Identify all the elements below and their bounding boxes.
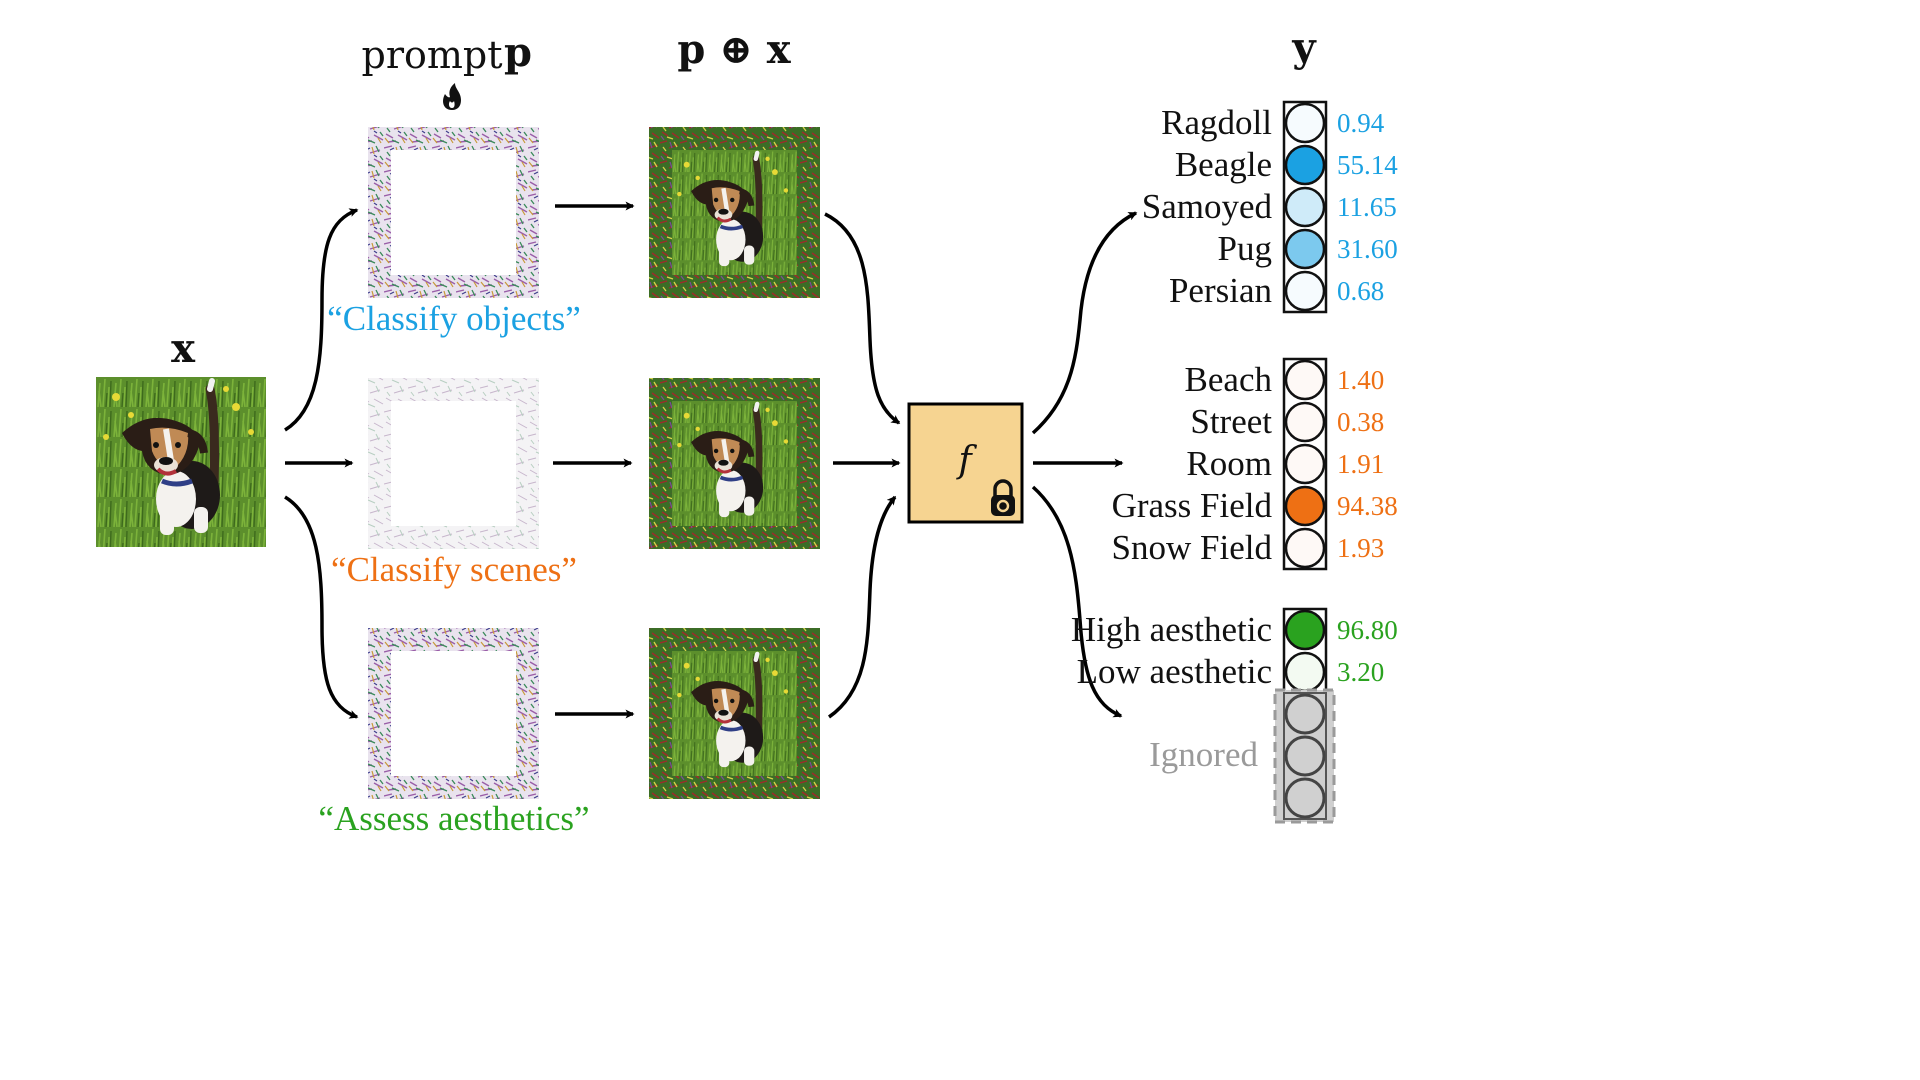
flame-icon	[443, 83, 461, 110]
class-label: Room	[1186, 444, 1272, 483]
input-image	[96, 377, 266, 547]
class-score: 0.94	[1337, 108, 1385, 138]
class-score: 96.80	[1337, 615, 1398, 645]
output-neuron	[1284, 609, 1326, 651]
class-score: 1.40	[1337, 365, 1384, 395]
class-label: Grass Field	[1112, 486, 1273, 525]
class-score: 94.38	[1337, 491, 1398, 521]
class-label: Low aesthetic	[1077, 652, 1272, 691]
class-label: Ragdoll	[1161, 103, 1272, 142]
prompt-frame-scenes	[368, 378, 539, 549]
output-neuron	[1284, 102, 1326, 144]
class-label: Beach	[1185, 360, 1273, 399]
ignored-label: Ignored	[1149, 735, 1258, 774]
input-header: x	[171, 325, 196, 372]
class-label: Samoyed	[1142, 187, 1273, 226]
arrow-model-to-objects	[1031, 211, 1138, 435]
prompted-image-scenes	[649, 378, 820, 549]
arrow-model-to-aesthetics	[1031, 485, 1123, 718]
class-score: 1.91	[1337, 449, 1384, 479]
output-neuron	[1284, 270, 1326, 312]
arrow-combined-to-model-aesthetics	[828, 495, 897, 719]
ignored-neuron	[1284, 693, 1326, 735]
output-neuron	[1284, 651, 1326, 693]
prompt-caption-objects: “Classify objects”	[327, 299, 581, 338]
class-score: 31.60	[1337, 234, 1398, 264]
arrow-input-to-prompt-objects	[284, 208, 359, 432]
output-neuron	[1284, 401, 1326, 443]
output-neuron	[1284, 186, 1326, 228]
prompted-image-objects	[649, 127, 820, 298]
class-score: 0.38	[1337, 407, 1384, 437]
output-neuron	[1284, 527, 1326, 569]
output-layer-box	[1282, 100, 1328, 314]
arrow-input-to-prompt-aesthetics	[284, 495, 359, 719]
prompt-header-word: prompt	[362, 33, 503, 77]
output-layer-box	[1282, 357, 1328, 571]
ignored-neuron	[1284, 735, 1326, 777]
prompt-header-symbol: p	[504, 29, 532, 76]
arrow-combined-to-model-objects	[824, 212, 901, 425]
prompt-caption-scenes: “Classify scenes”	[331, 550, 577, 589]
class-label: Street	[1190, 402, 1272, 441]
prompt-caption-aesthetics: “Assess aesthetics”	[318, 799, 589, 838]
class-label: Persian	[1169, 271, 1272, 310]
combined-header: p ⊕ x	[677, 26, 791, 73]
class-score: 0.68	[1337, 276, 1384, 306]
class-score: 3.20	[1337, 657, 1384, 687]
class-score: 1.93	[1337, 533, 1384, 563]
class-score: 55.14	[1337, 150, 1398, 180]
model-box: f	[907, 402, 1024, 524]
ignored-neuron	[1284, 777, 1326, 819]
prompt-frame-objects	[368, 127, 539, 298]
prompt-frame-aesthetics	[368, 628, 539, 799]
lock-icon	[991, 479, 1015, 516]
class-label: Snow Field	[1112, 528, 1273, 567]
output-neuron	[1284, 228, 1326, 270]
output-neuron	[1284, 144, 1326, 186]
class-score: 11.65	[1337, 192, 1397, 222]
ignored-outputs: Ignored	[1149, 688, 1336, 824]
output-neuron	[1284, 485, 1326, 527]
class-label: High aesthetic	[1071, 610, 1272, 649]
class-label: Beagle	[1175, 145, 1272, 184]
prompted-image-aesthetics	[649, 628, 820, 799]
output-neuron	[1284, 359, 1326, 401]
output-neuron	[1284, 443, 1326, 485]
output-header: y	[1291, 24, 1317, 71]
class-label: Pug	[1218, 229, 1272, 268]
